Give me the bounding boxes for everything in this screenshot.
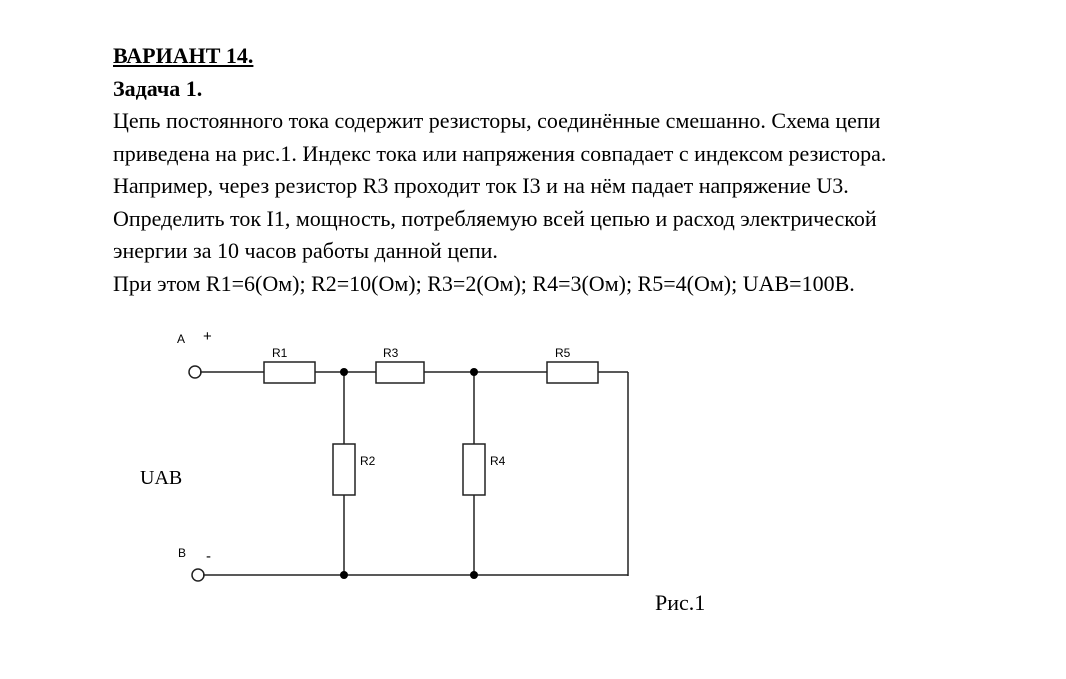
resistor-r3 — [375, 361, 425, 384]
node — [470, 571, 478, 579]
resistor-r4 — [462, 443, 486, 496]
node — [340, 368, 348, 376]
label-r5: R5 — [555, 346, 571, 360]
terminal-b — [191, 568, 205, 582]
label-a: A — [177, 332, 185, 346]
label-plus: + — [203, 328, 212, 345]
text-line: энергии за 10 часов работы данной цепи. — [113, 238, 498, 263]
resistor-r5 — [546, 361, 599, 384]
text-line: При этом R1=6(Ом); R2=10(Ом); R3=2(Ом); … — [113, 270, 855, 296]
figure-caption: Рис.1 — [655, 590, 706, 615]
label-b: B — [178, 546, 186, 560]
resistor-r2 — [332, 443, 356, 496]
label-r2: R2 — [360, 454, 376, 468]
task-heading: Задача 1. — [113, 75, 203, 101]
problem-text: ВАРИАНТ 14. Задача 1. Цепь постоянного т… — [113, 40, 1053, 300]
resistor-r1 — [263, 361, 316, 384]
text-line: Цепь постоянного тока содержит резисторы… — [113, 108, 881, 133]
label-uab: UAB — [140, 467, 183, 489]
terminal-a — [188, 365, 202, 379]
variant-title: ВАРИАНТ 14. — [113, 43, 254, 68]
node — [470, 368, 478, 376]
text-line: Определить ток I1, мощность, потребляему… — [113, 205, 877, 231]
label-r1: R1 — [272, 346, 288, 360]
wires — [200, 371, 629, 576]
label-minus: - — [206, 548, 211, 565]
label-r4: R4 — [490, 454, 506, 468]
label-r3: R3 — [383, 346, 399, 360]
text-line: Например, через резистор R3 проходит ток… — [113, 173, 849, 198]
text-line: приведена на рис.1. Индекс тока или напр… — [113, 140, 887, 166]
node — [340, 571, 348, 579]
